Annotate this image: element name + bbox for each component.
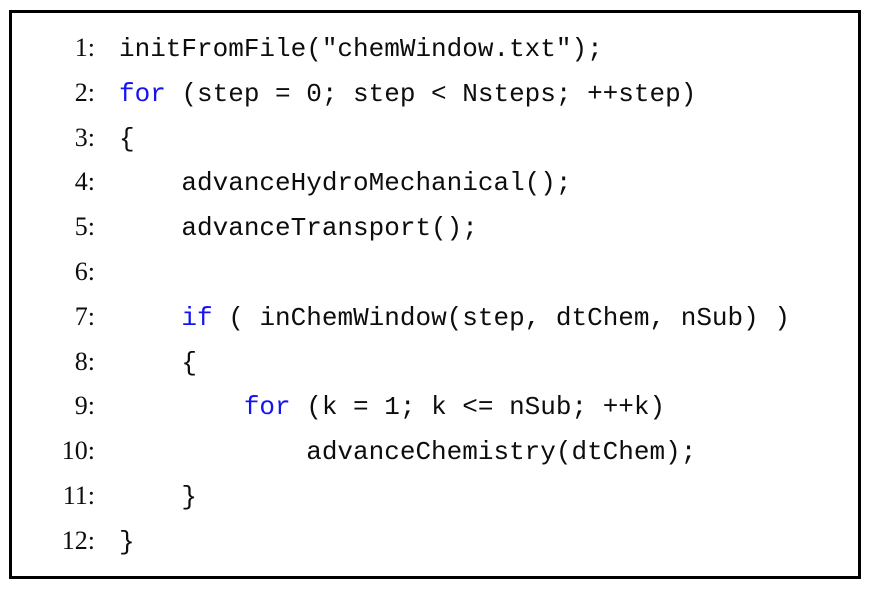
line-number: 8: [74,346,95,376]
code-line: 3: { [21,116,858,161]
code-segment: advanceTransport(); [119,213,478,244]
code-line: 6: [21,250,858,295]
line-number: 5: [74,212,95,242]
line-number: 7: [74,301,95,331]
code-line: 8: { [21,340,858,385]
line-number: 9: [74,391,95,421]
code-line: 10: advanceChemistry(dtChem); [21,429,858,474]
line-number: 2: [74,77,95,107]
code-line: 11: } [21,474,858,519]
code-line: 7: if ( inChemWindow(step, dtChem, nSub)… [21,295,858,340]
code-listing: 1: initFromFile("chemWindow.txt"); 2: for (… [21,26,858,564]
line-number: 12: [61,525,95,555]
code-segment: { [119,123,135,154]
code-segment: advanceHydroMechanical(); [119,168,572,199]
code-text: for (k = 1; k <= nSub; ++k) [119,385,665,430]
code-text: initFromFile("chemWindow.txt"); [119,27,603,72]
code-keyword: if [181,302,213,333]
line-number: 11: [62,480,95,510]
code-text: if ( inChemWindow(step, dtChem, nSub) ) [119,296,790,341]
code-line: 2: for (step = 0; step < Nsteps; ++step) [21,71,858,116]
code-text: { [119,341,197,386]
code-text: } [119,475,197,520]
code-text: } [119,520,135,565]
code-segment: initFromFile("chemWindow.txt"); [119,34,603,64]
code-segment [119,303,181,333]
code-segment: (k = 1; k <= nSub; ++k) [290,392,666,423]
code-keyword: for [119,78,166,109]
code-text: advanceChemistry(dtChem); [119,430,696,475]
code-segment: } [119,481,198,512]
code-listing-frame: 1: initFromFile("chemWindow.txt"); 2: for (… [9,10,861,579]
code-segment: } [119,526,135,557]
code-segment: (step = 0; step < Nsteps; ++step) [165,78,697,109]
line-number: 3: [74,122,95,152]
line-number: 1: [74,33,95,62]
code-segment: advanceChemistry(dtChem); [119,437,697,468]
code-segment: { [119,347,198,378]
line-number: 10: [61,436,95,466]
code-line: 12:} [21,519,858,564]
code-text: for (step = 0; step < Nsteps; ++step) [119,72,696,117]
line-number: 6: [74,256,95,286]
code-segment [119,392,244,422]
code-keyword: for [243,392,291,423]
code-text: advanceHydroMechanical(); [119,161,571,206]
code-segment: ( inChemWindow(step, dtChem, nSub) ) [212,302,790,333]
code-text: { [119,117,135,162]
code-line: 1: initFromFile("chemWindow.txt"); [21,26,858,71]
code-line: 4: advanceHydroMechanical(); [21,160,858,205]
code-line: 9: for (k = 1; k <= nSub; ++k) [21,384,858,429]
line-number: 4: [74,167,95,197]
code-text: advanceTransport(); [119,206,478,251]
code-line: 5: advanceTransport(); [21,205,858,250]
